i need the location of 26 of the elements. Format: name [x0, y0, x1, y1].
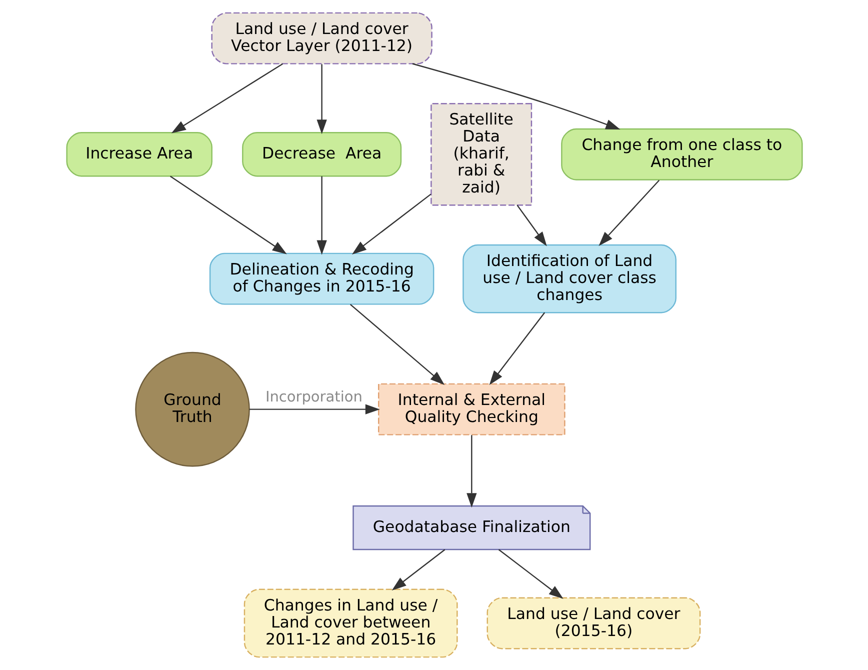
edge-label: Incorporation [264, 390, 362, 406]
arrow [516, 204, 546, 246]
arrow [466, 435, 476, 508]
arrow [316, 176, 326, 255]
node-box: Decrease Area [242, 132, 402, 177]
node-box: Delineation & Recoding of Changes in 2015-16 [208, 252, 434, 305]
node-box: Internal & External Quality Checking [378, 383, 565, 436]
arrow [488, 312, 545, 386]
node-circle: Ground Truth [134, 352, 250, 467]
arrow [170, 63, 282, 134]
node-box: Changes in Land use / Land cover between 2011-12 and 2015-16 [243, 588, 458, 658]
arrow [351, 194, 431, 255]
node-box: Identification of Land use / Land cover class changes [462, 244, 676, 314]
arrow [316, 64, 326, 134]
arrow [412, 63, 620, 130]
node-box: Land use / Land cover (2015-16) [486, 597, 700, 650]
arrow [498, 549, 563, 599]
node-box: Change from one class to Another [560, 128, 802, 180]
arrow [598, 180, 660, 246]
arrow [349, 304, 444, 385]
arrow [169, 176, 286, 254]
node-box: Satellite Data (kharif, rabi & zaid) [430, 102, 532, 206]
arrow [248, 404, 380, 414]
node-box: Increase Area [66, 132, 212, 177]
arrow [391, 549, 445, 590]
node-box: Land use / Land cover Vector Layer (2011-12) [210, 12, 432, 64]
